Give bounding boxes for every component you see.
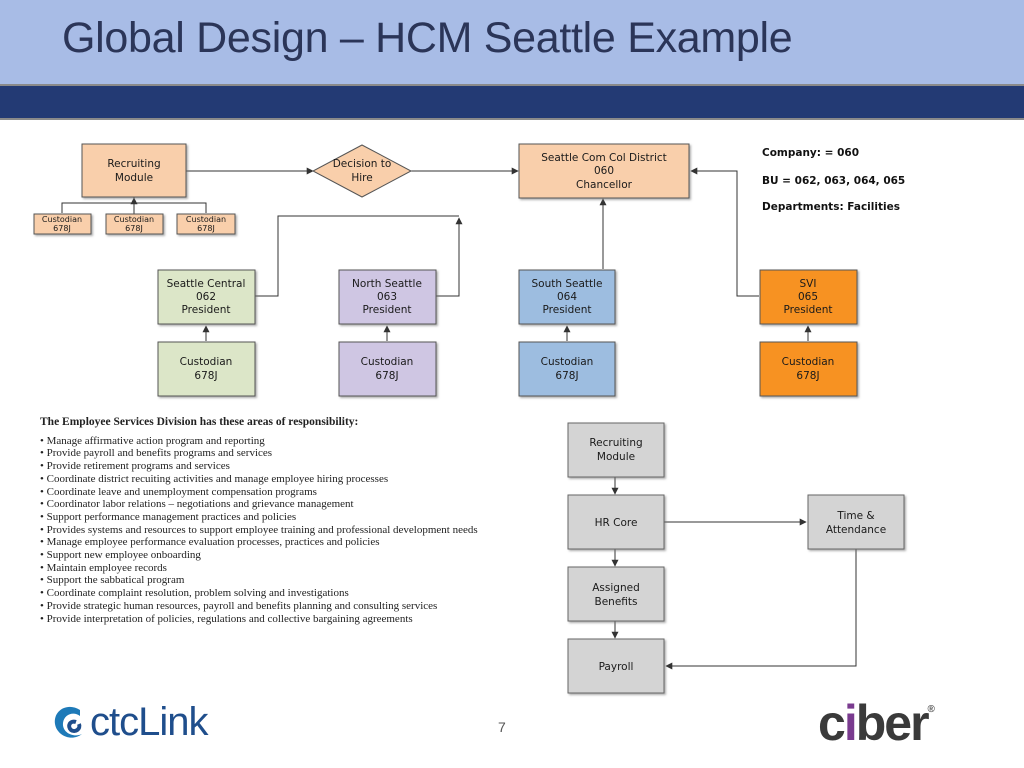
slide-title: Global Design – HCM Seattle Example bbox=[62, 14, 793, 62]
list-item: Support the sabbatical program bbox=[40, 574, 500, 587]
ctclink-swirl-icon bbox=[54, 706, 82, 738]
flow-time-line1: Time & bbox=[836, 510, 874, 522]
custodian-small-line2: 678J bbox=[125, 224, 143, 233]
list-item: Support performance management practices… bbox=[40, 511, 500, 524]
bu-info: BU = 062, 063, 064, 065 bbox=[762, 175, 905, 187]
college-line2: 065 bbox=[798, 291, 818, 303]
recruiting-module-line1: Recruiting bbox=[107, 158, 160, 170]
responsibilities-list: Manage affirmative action program and re… bbox=[40, 435, 500, 626]
district-line1: Seattle Com Col District bbox=[541, 152, 667, 164]
ciber-wordmark: ciber bbox=[818, 695, 930, 751]
flow-hr-core-label: HR Core bbox=[595, 517, 638, 529]
ctclink-logo: ctcLink bbox=[50, 698, 250, 746]
college-line2: 063 bbox=[377, 291, 397, 303]
list-item: Coordinate complaint resolution, problem… bbox=[40, 587, 500, 600]
page-number: 7 bbox=[498, 719, 506, 735]
college-box-south-seattle: South Seattle 064 President bbox=[518, 269, 616, 325]
custodian-small-line2: 678J bbox=[53, 224, 71, 233]
list-item: Coordinate district recuiting activities… bbox=[40, 473, 500, 486]
title-accent-band bbox=[0, 86, 1024, 120]
decision-to-hire-diamond: Decision to Hire bbox=[311, 144, 413, 198]
district-chancellor-box: Seattle Com Col District 060 Chancellor bbox=[518, 143, 690, 199]
ctclink-wordmark: ctcLink bbox=[90, 700, 208, 744]
flow-assigned-benefits-box: Assigned Benefits bbox=[567, 566, 665, 622]
list-item: Manage employee performance evaluation p… bbox=[40, 536, 500, 549]
college-line3: President bbox=[182, 304, 231, 316]
registered-mark: ® bbox=[927, 704, 935, 715]
custodian-line1: Custodian bbox=[782, 356, 835, 368]
college-line1: North Seattle bbox=[352, 278, 422, 290]
responsibilities-list-block: The Employee Services Division has these… bbox=[40, 416, 500, 625]
custodian-small-line2: 678J bbox=[197, 224, 215, 233]
flow-recruiting-line1: Recruiting bbox=[589, 437, 642, 449]
list-item: Provide interpretation of policies, regu… bbox=[40, 613, 500, 626]
flow-benefits-line1: Assigned bbox=[592, 582, 640, 594]
college-line1: SVI bbox=[800, 278, 817, 290]
custodian-line2: 678J bbox=[194, 370, 217, 382]
list-item: Support new employee onboarding bbox=[40, 549, 500, 562]
departments-info: Departments: Facilities bbox=[762, 201, 900, 213]
custodian-small-line1: Custodian bbox=[42, 215, 82, 224]
list-item: Provides systems and resources to suppor… bbox=[40, 524, 500, 537]
org-chart-diagram: Recruiting Module Custodian 678J Custodi… bbox=[33, 143, 905, 694]
flow-payroll-box: Payroll bbox=[567, 638, 665, 694]
list-item: Coordinate leave and unemployment compen… bbox=[40, 486, 500, 499]
company-info: Company: = 060 bbox=[762, 147, 859, 159]
custodian-box: Custodian 678J bbox=[338, 341, 437, 397]
college-line1: South Seattle bbox=[531, 278, 602, 290]
decision-line2: Hire bbox=[351, 172, 372, 184]
district-line3: Chancellor bbox=[576, 179, 633, 191]
college-line1: Seattle Central bbox=[167, 278, 246, 290]
college-line2: 064 bbox=[557, 291, 577, 303]
custodian-box: Custodian 678J bbox=[759, 341, 858, 397]
custodian-line2: 678J bbox=[796, 370, 819, 382]
custodian-line1: Custodian bbox=[541, 356, 594, 368]
flow-hr-core-box: HR Core bbox=[567, 494, 665, 550]
flow-time-line2: Attendance bbox=[826, 524, 886, 536]
responsibilities-heading: The Employee Services Division has these… bbox=[40, 416, 359, 428]
recruiting-module-box: Recruiting Module bbox=[81, 143, 187, 198]
custodian-line1: Custodian bbox=[361, 356, 414, 368]
recruiting-module-line2: Module bbox=[115, 172, 153, 184]
custodian-small-box: Custodian 678J bbox=[105, 213, 164, 235]
custodian-small-box: Custodian 678J bbox=[176, 213, 236, 235]
college-line3: President bbox=[543, 304, 592, 316]
college-line2: 062 bbox=[196, 291, 216, 303]
list-item: Provide payroll and benefits programs an… bbox=[40, 447, 500, 460]
custodian-line2: 678J bbox=[375, 370, 398, 382]
college-line3: President bbox=[363, 304, 412, 316]
flow-recruiting-line2: Module bbox=[597, 451, 635, 463]
flow-time-attendance-box: Time & Attendance bbox=[807, 494, 905, 550]
custodian-box: Custodian 678J bbox=[157, 341, 256, 397]
flow-payroll-label: Payroll bbox=[599, 661, 634, 673]
college-box-seattle-central: Seattle Central 062 President bbox=[157, 269, 256, 325]
district-line2: 060 bbox=[594, 165, 614, 177]
custodian-line2: 678J bbox=[555, 370, 578, 382]
college-line3: President bbox=[784, 304, 833, 316]
list-item: Manage affirmative action program and re… bbox=[40, 435, 500, 448]
custodian-box: Custodian 678J bbox=[518, 341, 616, 397]
flow-benefits-line2: Benefits bbox=[595, 596, 638, 608]
list-item: Maintain employee records bbox=[40, 562, 500, 575]
list-item: Coordinator labor relations – negotiatio… bbox=[40, 498, 500, 511]
process-flow-connectors bbox=[611, 477, 857, 670]
custodian-line1: Custodian bbox=[180, 356, 233, 368]
custodian-small-line1: Custodian bbox=[186, 215, 226, 224]
ciber-logo: ciber® bbox=[818, 694, 935, 752]
flow-recruiting-module-box: Recruiting Module bbox=[567, 422, 665, 478]
list-item: Provide retirement programs and services bbox=[40, 460, 500, 473]
decision-line1: Decision to bbox=[333, 158, 392, 170]
college-box-north-seattle: North Seattle 063 President bbox=[338, 269, 437, 325]
org-chart-connectors bbox=[61, 167, 812, 341]
custodian-small-line1: Custodian bbox=[114, 215, 154, 224]
title-bar: Global Design – HCM Seattle Example bbox=[0, 0, 1024, 86]
college-box-svi: SVI 065 President bbox=[759, 269, 858, 325]
list-item: Provide strategic human resources, payro… bbox=[40, 600, 500, 613]
custodian-small-box: Custodian 678J bbox=[33, 213, 92, 235]
